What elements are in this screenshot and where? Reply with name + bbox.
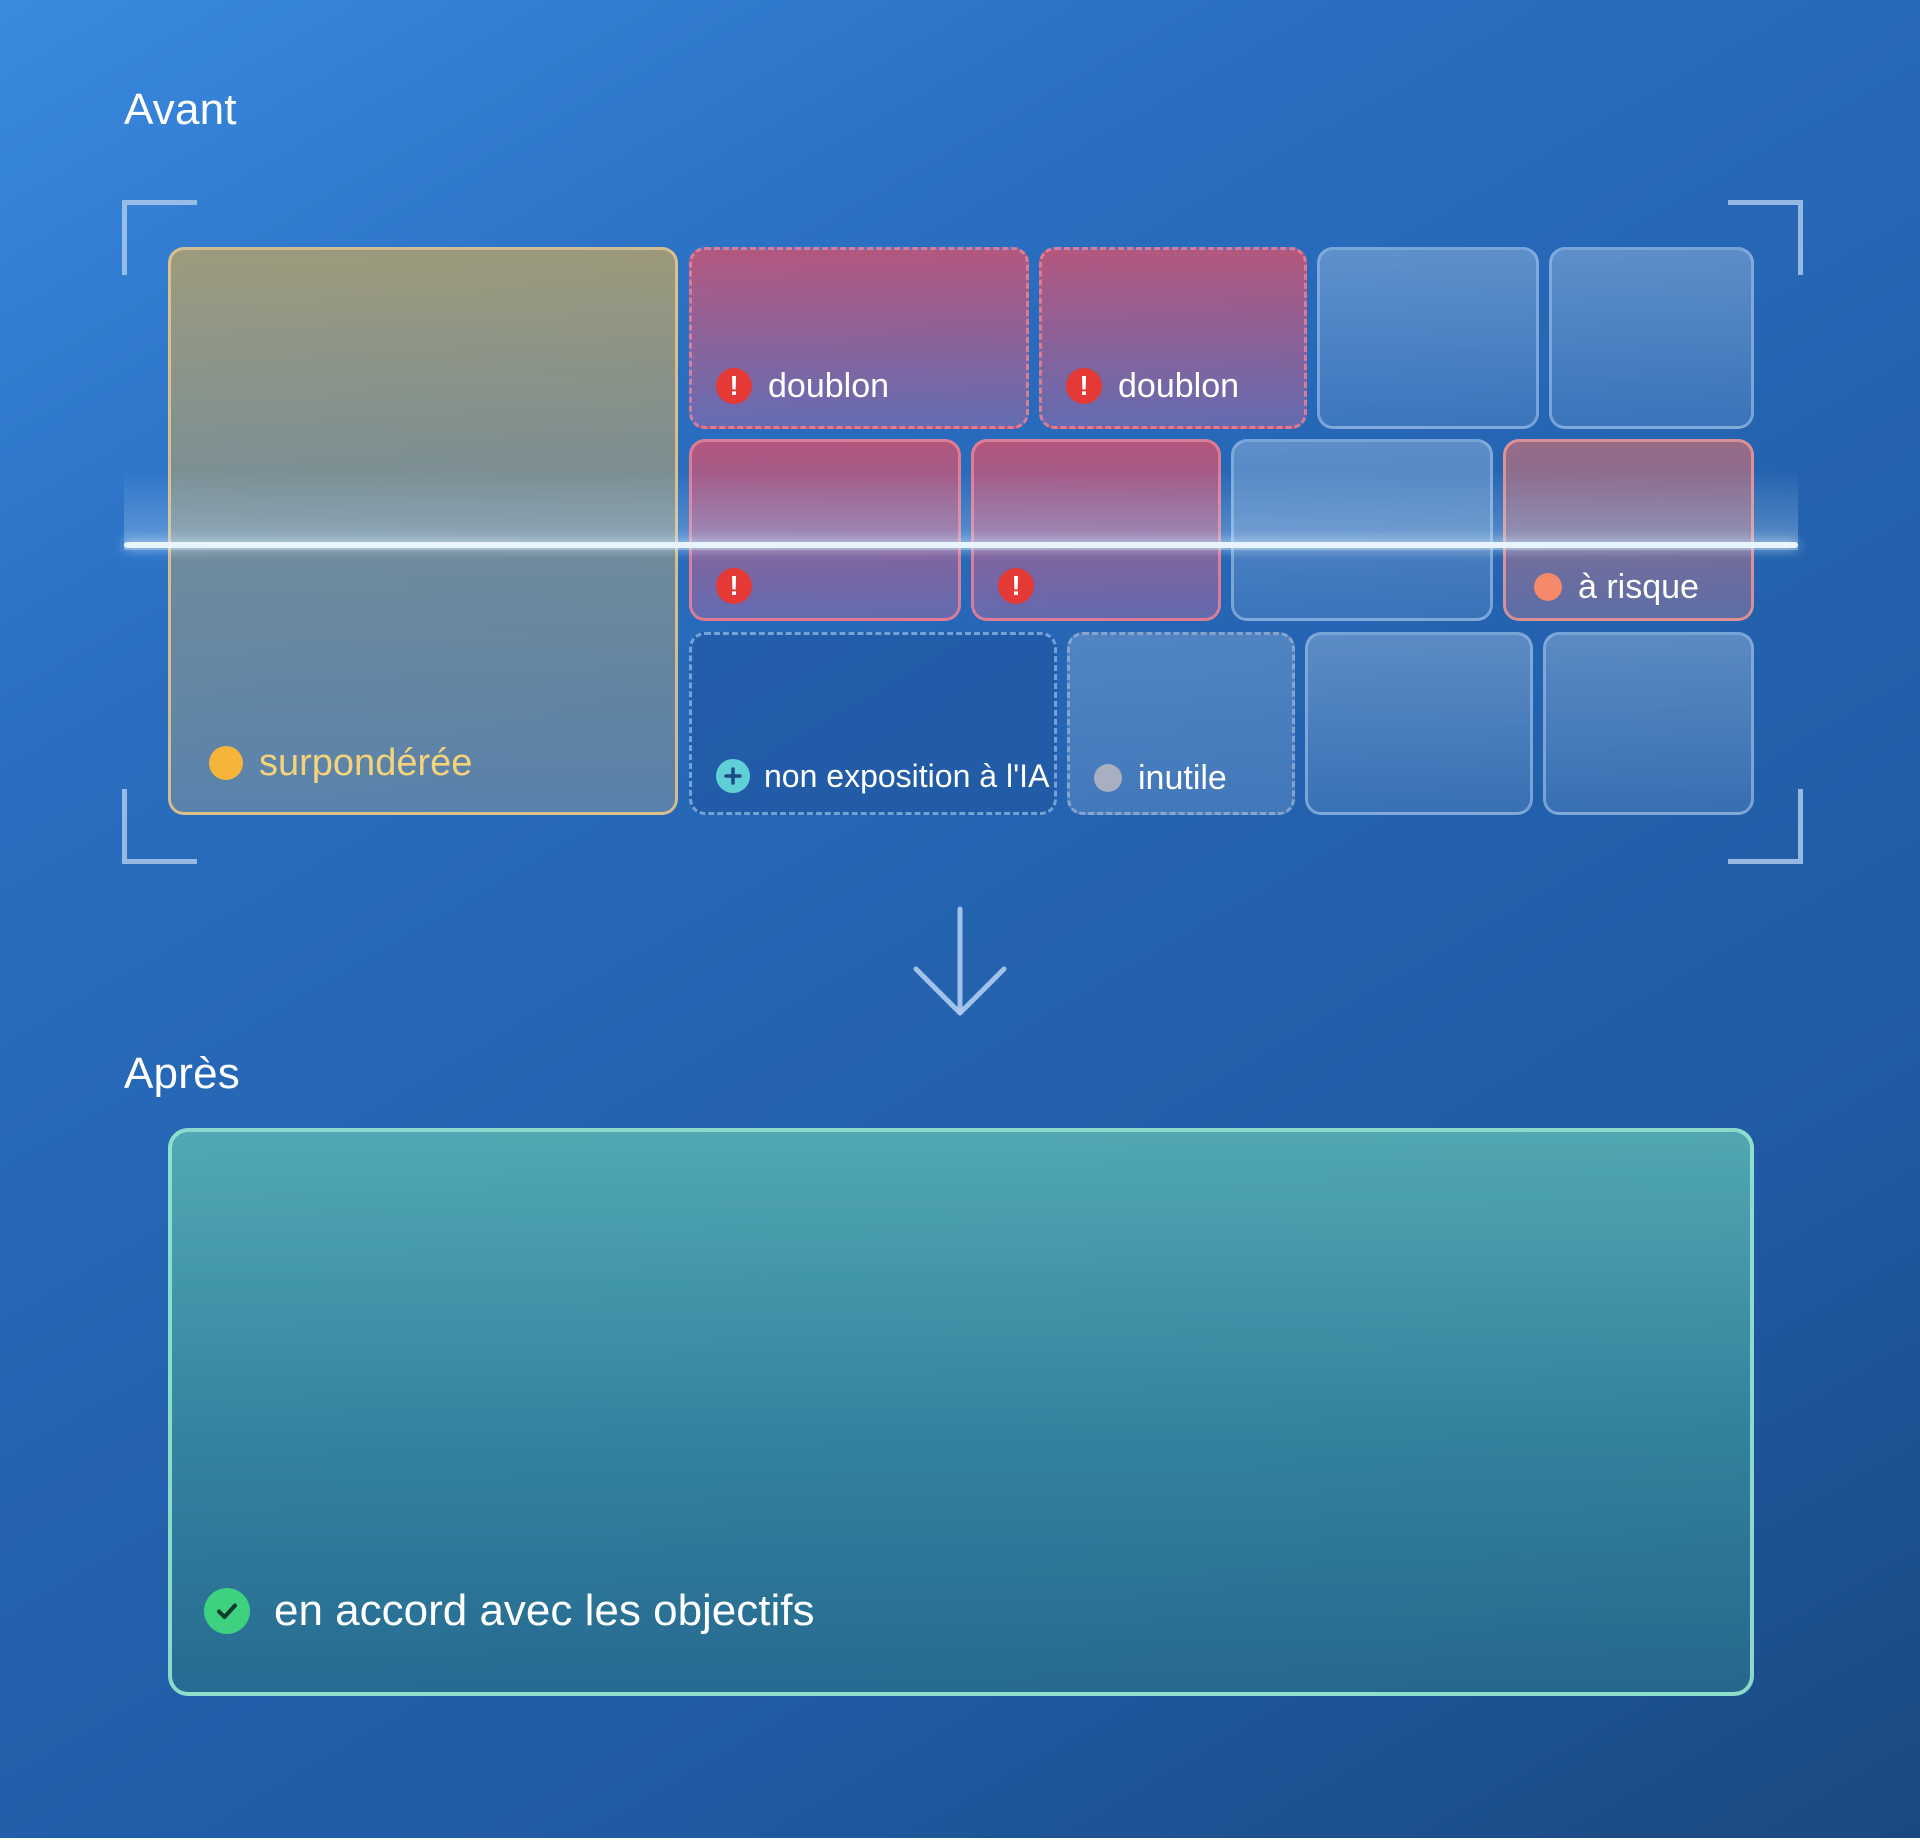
tile-plain [1317, 247, 1539, 429]
tile-plain [1231, 439, 1493, 621]
tile-useless-label-group: inutile [1094, 761, 1227, 795]
at-risk-dot-icon [1534, 573, 1562, 601]
tile-overweighted-label-group: surpondérée [209, 744, 472, 782]
tile-overweighted: surpondérée [168, 247, 678, 815]
tile-alert: ! [971, 439, 1221, 621]
tile-at-risk-label-group: à risque [1534, 570, 1699, 604]
scan-line [124, 542, 1798, 548]
frame-corner-bottom-left [122, 789, 197, 864]
tile-alert: ! [689, 439, 961, 621]
tile-no-ai-exposure-label-group: non exposition à l'IA [716, 759, 1049, 793]
exclamation-icon: ! [998, 568, 1034, 604]
useless-dot-icon [1094, 764, 1122, 792]
tile-alert-icon-group: ! [716, 568, 752, 604]
after-title: Après [124, 1049, 240, 1098]
tile-duplicate-2-label-group: ! doublon [1066, 368, 1239, 404]
tile-at-risk-label: à risque [1578, 568, 1699, 606]
tile-aligned-label: en accord avec les objectifs [274, 1586, 815, 1635]
tile-at-risk: à risque [1503, 439, 1754, 621]
tile-alert-icon-group: ! [998, 568, 1034, 604]
frame-corner-top-left [122, 200, 197, 275]
check-icon [204, 1588, 250, 1634]
tile-duplicate-2-label: doublon [1118, 367, 1240, 405]
before-title: Avant [124, 85, 237, 134]
tile-aligned-label-group: en accord avec les objectifs [204, 1588, 815, 1634]
tile-useless: inutile [1067, 632, 1295, 815]
tile-no-ai-exposure-label: non exposition à l'IA [764, 758, 1050, 794]
tile-aligned: en accord avec les objectifs [168, 1128, 1754, 1696]
tile-overweighted-label: surpondérée [259, 742, 473, 784]
plus-icon [716, 759, 750, 793]
tile-duplicate-2: ! doublon [1039, 247, 1307, 429]
exclamation-icon: ! [1066, 368, 1102, 404]
tile-plain [1305, 632, 1533, 815]
exclamation-icon: ! [716, 568, 752, 604]
arrow-down-icon [910, 905, 1010, 1026]
tile-useless-label: inutile [1138, 759, 1227, 797]
overweighted-dot-icon [209, 746, 243, 780]
frame-corner-bottom-right [1728, 789, 1803, 864]
tile-no-ai-exposure: non exposition à l'IA [689, 632, 1057, 815]
tile-duplicate-1: ! doublon [689, 247, 1029, 429]
tile-duplicate-1-label-group: ! doublon [716, 368, 889, 404]
tile-plain [1549, 247, 1754, 429]
exclamation-icon: ! [716, 368, 752, 404]
tile-plain [1543, 632, 1754, 815]
tile-duplicate-1-label: doublon [768, 367, 890, 405]
frame-corner-top-right [1728, 200, 1803, 275]
